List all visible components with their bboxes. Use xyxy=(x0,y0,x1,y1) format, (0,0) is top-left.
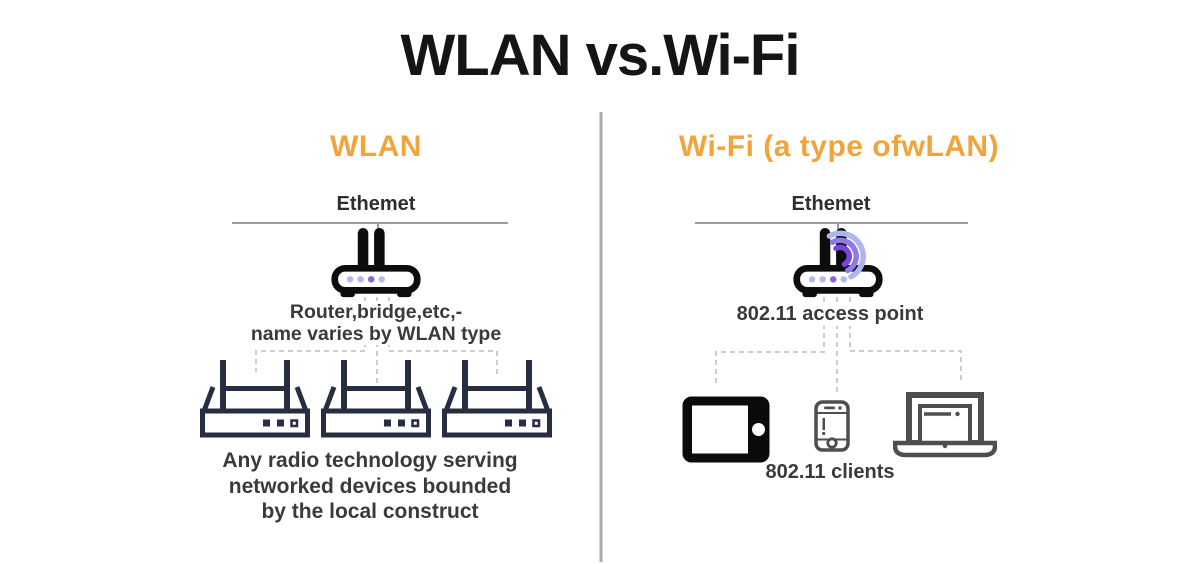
wlan-heading: WLAN xyxy=(330,130,422,163)
access-point-caption: 802.11 access point xyxy=(705,302,955,326)
ethernet-label-left: Ethemet xyxy=(336,193,416,215)
ethernet-label-right: Ethemet xyxy=(791,193,871,215)
smartphone-icon xyxy=(814,400,850,452)
wlan-bottom-caption: Any radio technology serving networked d… xyxy=(196,448,544,525)
router-icon xyxy=(331,228,421,298)
access-point-icon xyxy=(442,360,552,438)
page-title: WLAN vs.Wi-Fi xyxy=(400,23,801,88)
access-point-icon xyxy=(200,360,310,438)
wlan-bottom-caption-line1: Any radio technology serving xyxy=(222,449,518,472)
laptop-icon xyxy=(893,392,997,458)
clients-caption: 802.11 clients xyxy=(765,461,895,483)
router-caption: Router,bridge,etc,- name varies by WLAN … xyxy=(221,301,531,345)
wifi-heading: Wi-Fi (a type ofwLAN) xyxy=(678,130,1000,163)
router-caption-line1: Router,bridge,etc,- xyxy=(289,301,463,323)
wlan-bottom-caption-line2: networked devices bounded xyxy=(228,474,512,498)
wlan-bottom-caption-line3: by the local construct xyxy=(261,500,479,523)
router-caption-line2: name varies by WLAN type xyxy=(250,323,502,345)
access-point-icon xyxy=(321,360,431,438)
tablet-icon xyxy=(682,396,770,463)
